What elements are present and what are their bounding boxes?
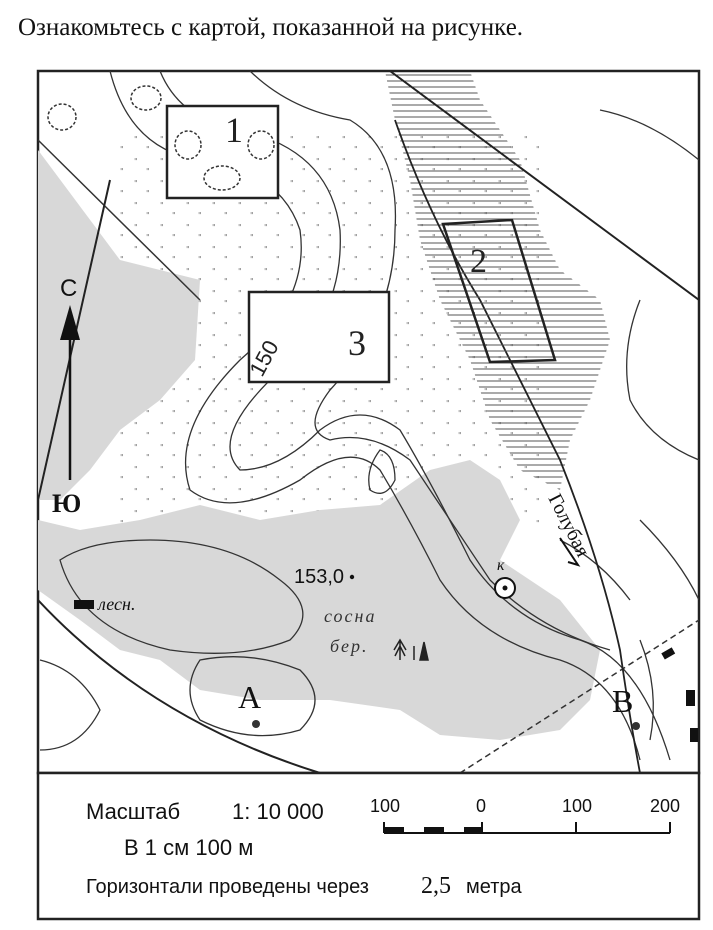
- point-a-label: А: [238, 679, 261, 715]
- scale-value: 1: 10 000: [232, 799, 324, 824]
- well-icon-center: [502, 585, 508, 591]
- forest-area-south: [38, 460, 600, 740]
- river-arrow-icon: [559, 537, 581, 567]
- bush-icons: [47, 85, 275, 191]
- scale-tick-2: 100: [562, 796, 592, 816]
- road-west: [38, 139, 201, 301]
- forest-type-pine: сосна: [324, 606, 376, 626]
- north-arrow-icon: [60, 305, 80, 340]
- point-b-marker: [632, 722, 640, 730]
- area-2-box: [441, 218, 557, 364]
- scale-tick-1: 0: [476, 796, 486, 816]
- contour-note: Горизонтали проведены через: [86, 876, 369, 898]
- contour-lines: [39, 71, 699, 761]
- scale-bar: [383, 822, 671, 834]
- forester-house-icon: [74, 600, 94, 609]
- instruction-text: Ознакомьтесь с картой, показанной на рис…: [18, 14, 524, 41]
- river: [394, 119, 641, 773]
- well-label: к: [497, 557, 505, 574]
- point-b-label: В: [612, 683, 633, 719]
- building-icons: [661, 647, 698, 742]
- spot-height-label: 153,0: [294, 566, 344, 588]
- contour-unit: метра: [466, 876, 522, 898]
- scale-label: Масштаб: [86, 799, 180, 824]
- north-label: С: [60, 275, 77, 302]
- road-southwest: [38, 599, 321, 773]
- legend-frame: [36, 771, 701, 921]
- scale-note: В 1 см 100 м: [124, 835, 253, 860]
- spot-height-point: [349, 574, 355, 580]
- tree-icons: [393, 638, 429, 661]
- contour-value: 2,5: [421, 873, 451, 899]
- dashed-path: [459, 619, 699, 773]
- road-northeast: [389, 71, 699, 301]
- south-label: Ю: [52, 489, 81, 518]
- area-3-box: [247, 290, 391, 384]
- scale-tick-0: 100: [370, 796, 400, 816]
- scale-tick-3: 200: [650, 796, 680, 816]
- area-1-label: 1: [225, 110, 243, 150]
- point-a-marker: [252, 720, 260, 728]
- forest-type-birch: бер.: [330, 636, 369, 656]
- forester-label: лесн.: [97, 594, 135, 614]
- area-3-label: 3: [348, 323, 366, 363]
- forest-area-west: [38, 150, 200, 500]
- area-2-label: 2: [470, 243, 487, 280]
